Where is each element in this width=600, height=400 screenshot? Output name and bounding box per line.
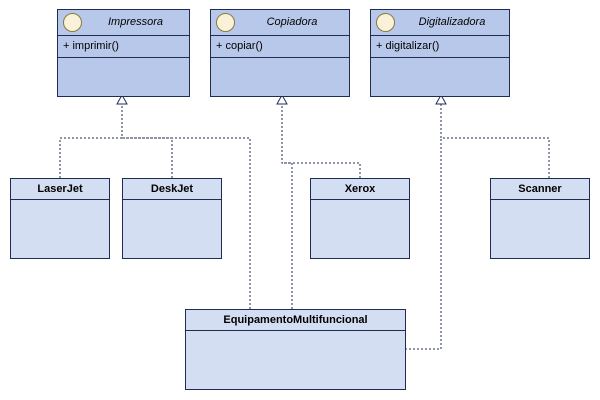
class-name: Xerox (311, 179, 409, 200)
interface-circle-icon (376, 13, 395, 32)
class-name: LaserJet (11, 179, 109, 200)
digitalizadora-arrowhead (435, 93, 447, 105)
deskjet-realization (122, 137, 173, 178)
interface-header: Impressora (58, 10, 189, 36)
class-xerox[interactable]: Xerox (310, 178, 410, 259)
interface-header: Digitalizadora (371, 10, 509, 36)
interface-title: Impressora (107, 16, 164, 28)
multifuncional-digitalizadora-realization (405, 138, 442, 350)
laserjet-realization (59, 101, 123, 178)
interface-title: Digitalizadora (418, 16, 486, 28)
interface-title: Copiadora (266, 16, 318, 28)
interface-operation: + digitalizar() (371, 36, 509, 58)
interface-operation: + imprimir() (58, 36, 189, 58)
interface-header: Copiadora (211, 10, 349, 36)
multifuncional-impressora-realization (122, 137, 251, 309)
scanner-realization (440, 101, 550, 178)
xerox-realization (281, 101, 361, 178)
class-equipamento-multifuncional[interactable]: EquipamentoMultifuncional (185, 309, 406, 390)
interface-impressora[interactable]: Impressora + imprimir() (57, 9, 190, 97)
interface-circle-icon (63, 13, 82, 32)
interface-digitalizadora[interactable]: Digitalizadora + digitalizar() (370, 9, 510, 97)
class-scanner[interactable]: Scanner (490, 178, 590, 259)
impressora-arrowhead (116, 93, 128, 105)
class-name: EquipamentoMultifuncional (186, 310, 405, 331)
class-name: DeskJet (123, 179, 221, 200)
class-laserjet[interactable]: LaserJet (10, 178, 110, 259)
class-name: Scanner (491, 179, 589, 200)
interface-operation: + copiar() (211, 36, 349, 58)
interface-copiadora[interactable]: Copiadora + copiar() (210, 9, 350, 97)
interface-circle-icon (216, 13, 235, 32)
multifuncional-copiadora-realization (282, 162, 293, 309)
class-deskjet[interactable]: DeskJet (122, 178, 222, 259)
copiadora-arrowhead (276, 93, 288, 105)
